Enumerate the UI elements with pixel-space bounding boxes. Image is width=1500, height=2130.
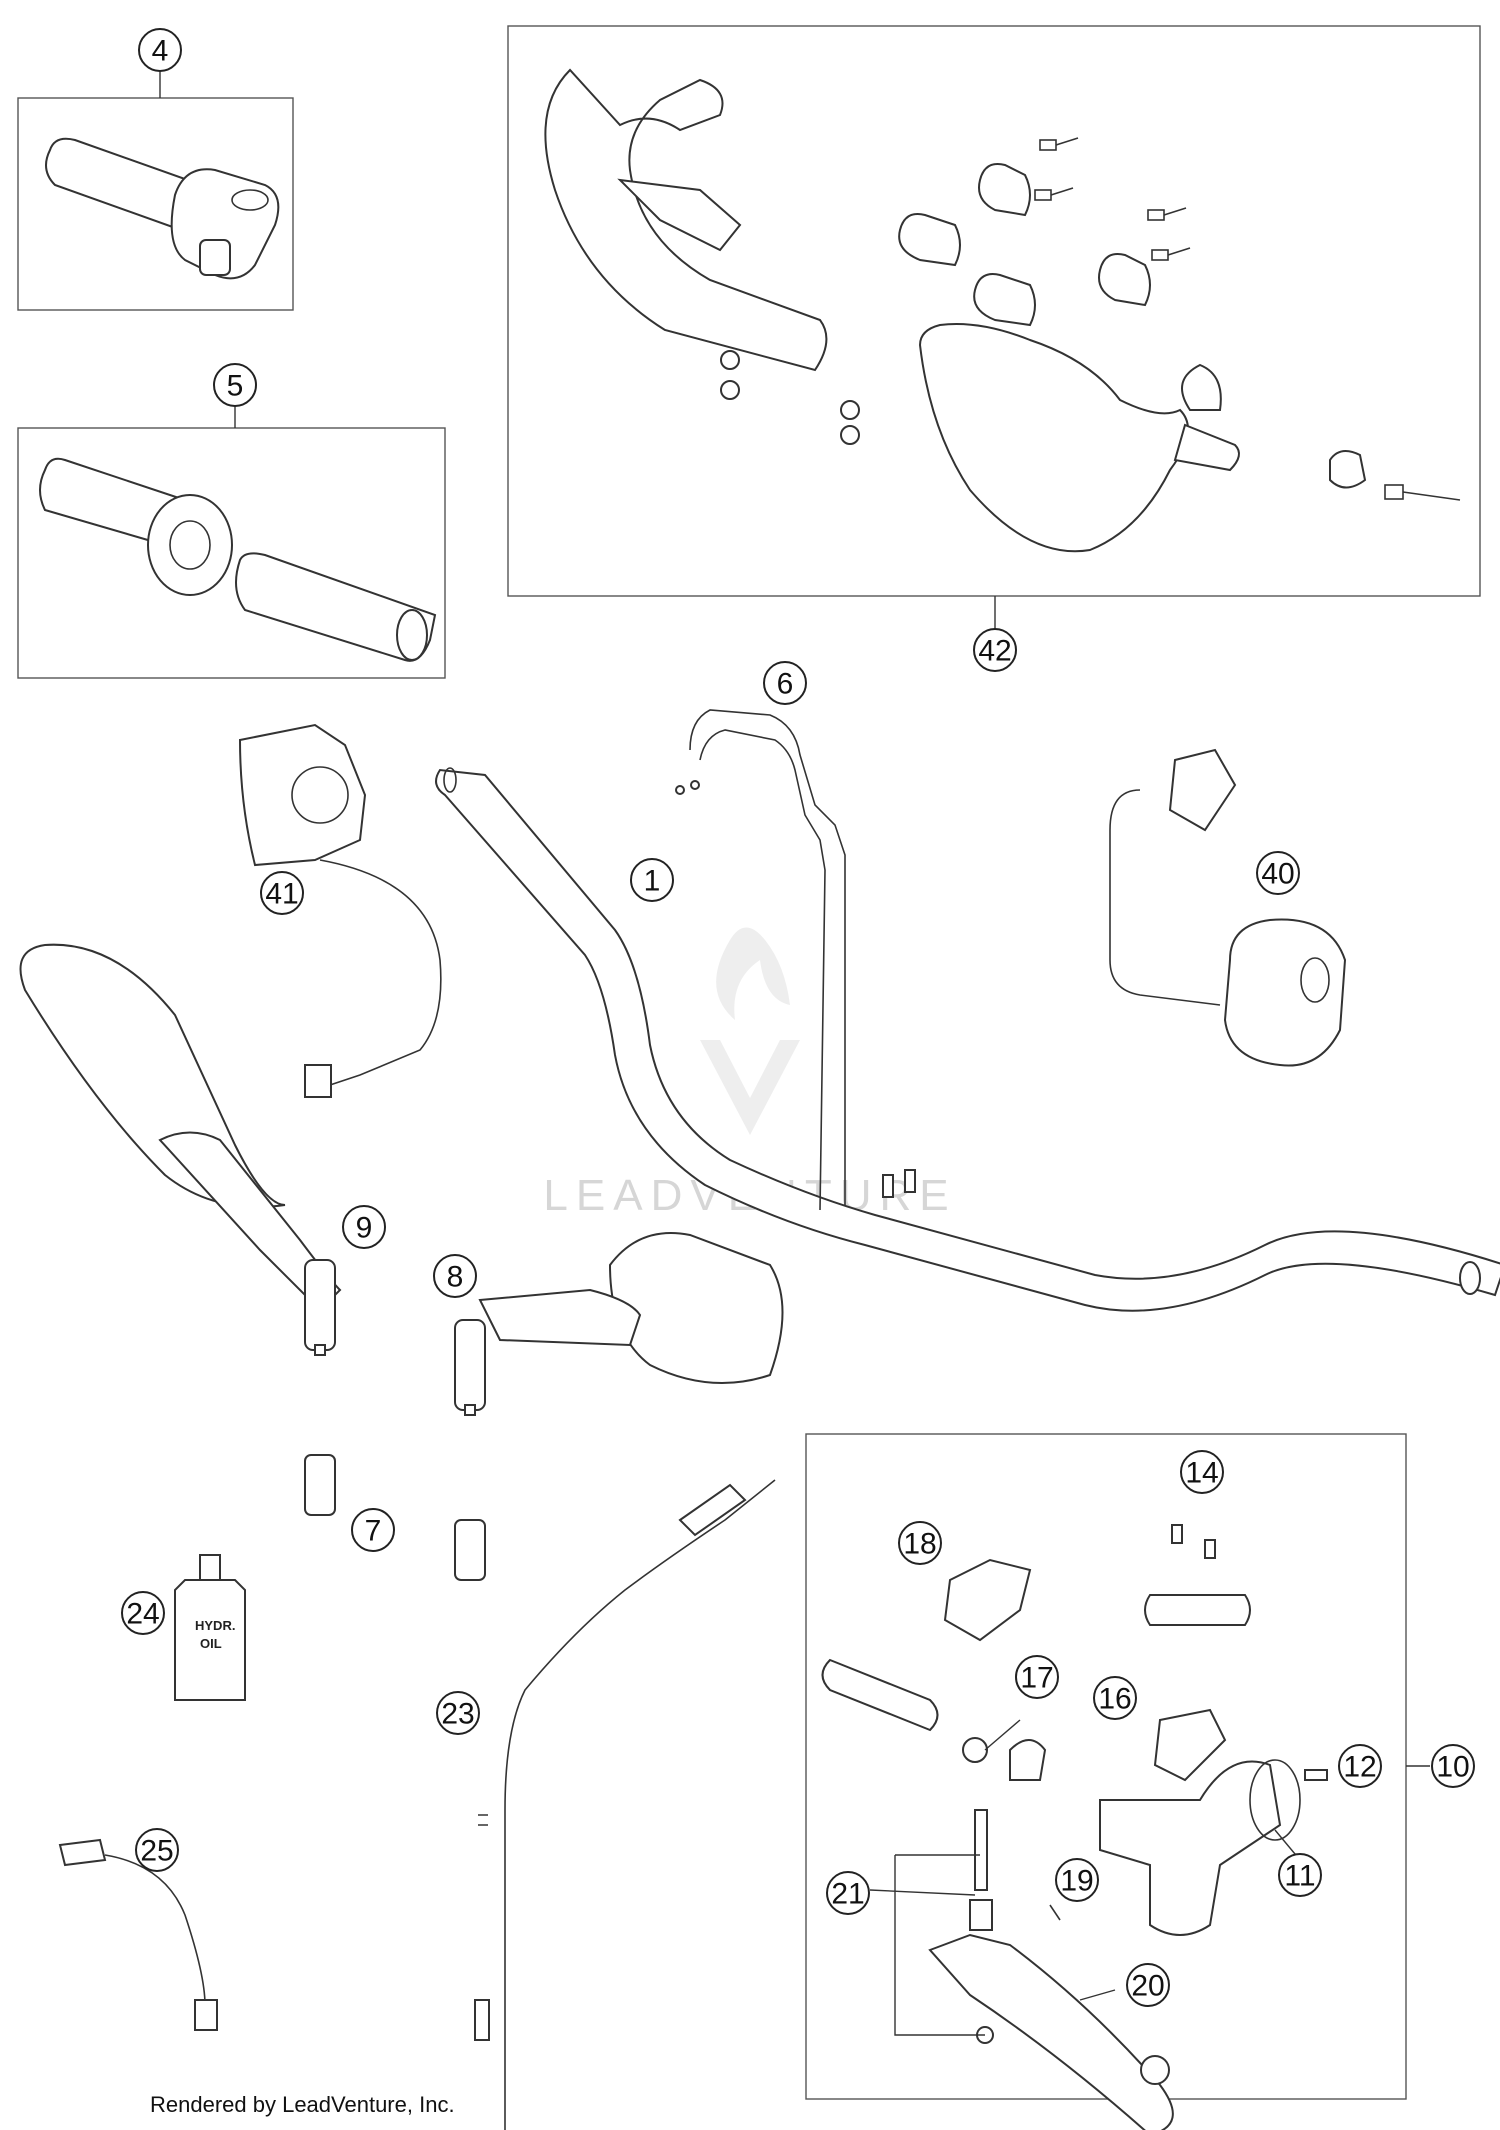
callout-19: 19	[1055, 1858, 1099, 1902]
svg-text:17: 17	[1020, 1662, 1053, 1695]
sensor-cable-part	[58, 1838, 218, 2031]
mirror-adapter-part	[304, 1454, 486, 1581]
footer-credit: Rendered by LeadVenture, Inc.	[150, 2092, 455, 2117]
left-mirror-part	[19, 943, 342, 1356]
svg-text:16: 16	[1098, 1683, 1131, 1716]
svg-text:25: 25	[140, 1835, 173, 1868]
svg-text:40: 40	[1261, 858, 1294, 891]
svg-text:24: 24	[126, 1598, 159, 1631]
svg-text:5: 5	[227, 370, 244, 403]
box-throttle-grip-4	[17, 97, 294, 311]
oil-label-line2: OIL	[200, 1636, 222, 1651]
box-handguard-42	[507, 25, 1481, 597]
svg-text:1: 1	[644, 865, 661, 898]
watermark-logo	[700, 927, 800, 1135]
svg-text:10: 10	[1436, 1751, 1469, 1784]
svg-text:9: 9	[356, 1212, 373, 1245]
box-brake-master-10	[805, 1433, 1407, 2100]
handlebar-part	[435, 767, 1500, 1312]
svg-text:12: 12	[1343, 1751, 1376, 1784]
callout-18: 18	[898, 1521, 942, 1565]
callout-7: 7	[351, 1508, 395, 1552]
right-switch-part	[1109, 748, 1347, 1067]
oil-label-line1: HYDR.	[195, 1618, 235, 1633]
leader-lines	[159, 70, 1430, 2036]
callout-20: 20	[1126, 1963, 1170, 2007]
callout-21: 21	[826, 1871, 870, 1915]
left-switch-part	[238, 723, 442, 1098]
svg-text:23: 23	[441, 1698, 474, 1731]
box-grip-set-5	[17, 427, 446, 679]
svg-text:21: 21	[831, 1878, 864, 1911]
callout-42: 42	[973, 628, 1017, 672]
callout-4: 4	[138, 28, 182, 72]
handguard-kit-part	[544, 68, 1461, 553]
callout-40: 40	[1256, 851, 1300, 895]
svg-text:4: 4	[152, 35, 169, 68]
callout-5: 5	[213, 363, 257, 407]
clutch-cable-part	[474, 1479, 776, 2130]
callout-10: 10	[1431, 1744, 1475, 1788]
throttle-cable-part	[675, 709, 916, 1211]
callout-9: 9	[342, 1205, 386, 1249]
callout-6: 6	[763, 661, 807, 705]
callout-1: 1	[630, 858, 674, 902]
svg-text:20: 20	[1131, 1970, 1164, 2003]
svg-text:7: 7	[365, 1515, 382, 1548]
right-mirror-part	[454, 1232, 784, 1416]
svg-text:11: 11	[1284, 1860, 1315, 1893]
callout-8: 8	[433, 1254, 477, 1298]
svg-text:14: 14	[1185, 1457, 1218, 1490]
svg-text:19: 19	[1060, 1865, 1093, 1898]
svg-text:6: 6	[777, 668, 794, 701]
svg-text:42: 42	[978, 635, 1011, 668]
callout-16: 16	[1093, 1676, 1137, 1720]
svg-text:8: 8	[447, 1261, 464, 1294]
callout-23: 23	[436, 1691, 480, 1735]
callout-17: 17	[1015, 1655, 1059, 1699]
hydraulic-oil-part: HYDR. OIL	[174, 1554, 246, 1701]
callout-11: 11	[1278, 1853, 1322, 1897]
svg-text:18: 18	[903, 1528, 936, 1561]
callout-14: 14	[1180, 1450, 1224, 1494]
throttle-grip-part	[45, 137, 280, 280]
callout-41: 41	[260, 871, 304, 915]
svg-text:41: 41	[265, 878, 298, 911]
callout-12: 12	[1338, 1744, 1382, 1788]
brake-master-part	[821, 1524, 1328, 2130]
callout-25: 25	[135, 1828, 179, 1872]
grip-set-part	[39, 457, 437, 662]
callout-24: 24	[121, 1591, 165, 1635]
